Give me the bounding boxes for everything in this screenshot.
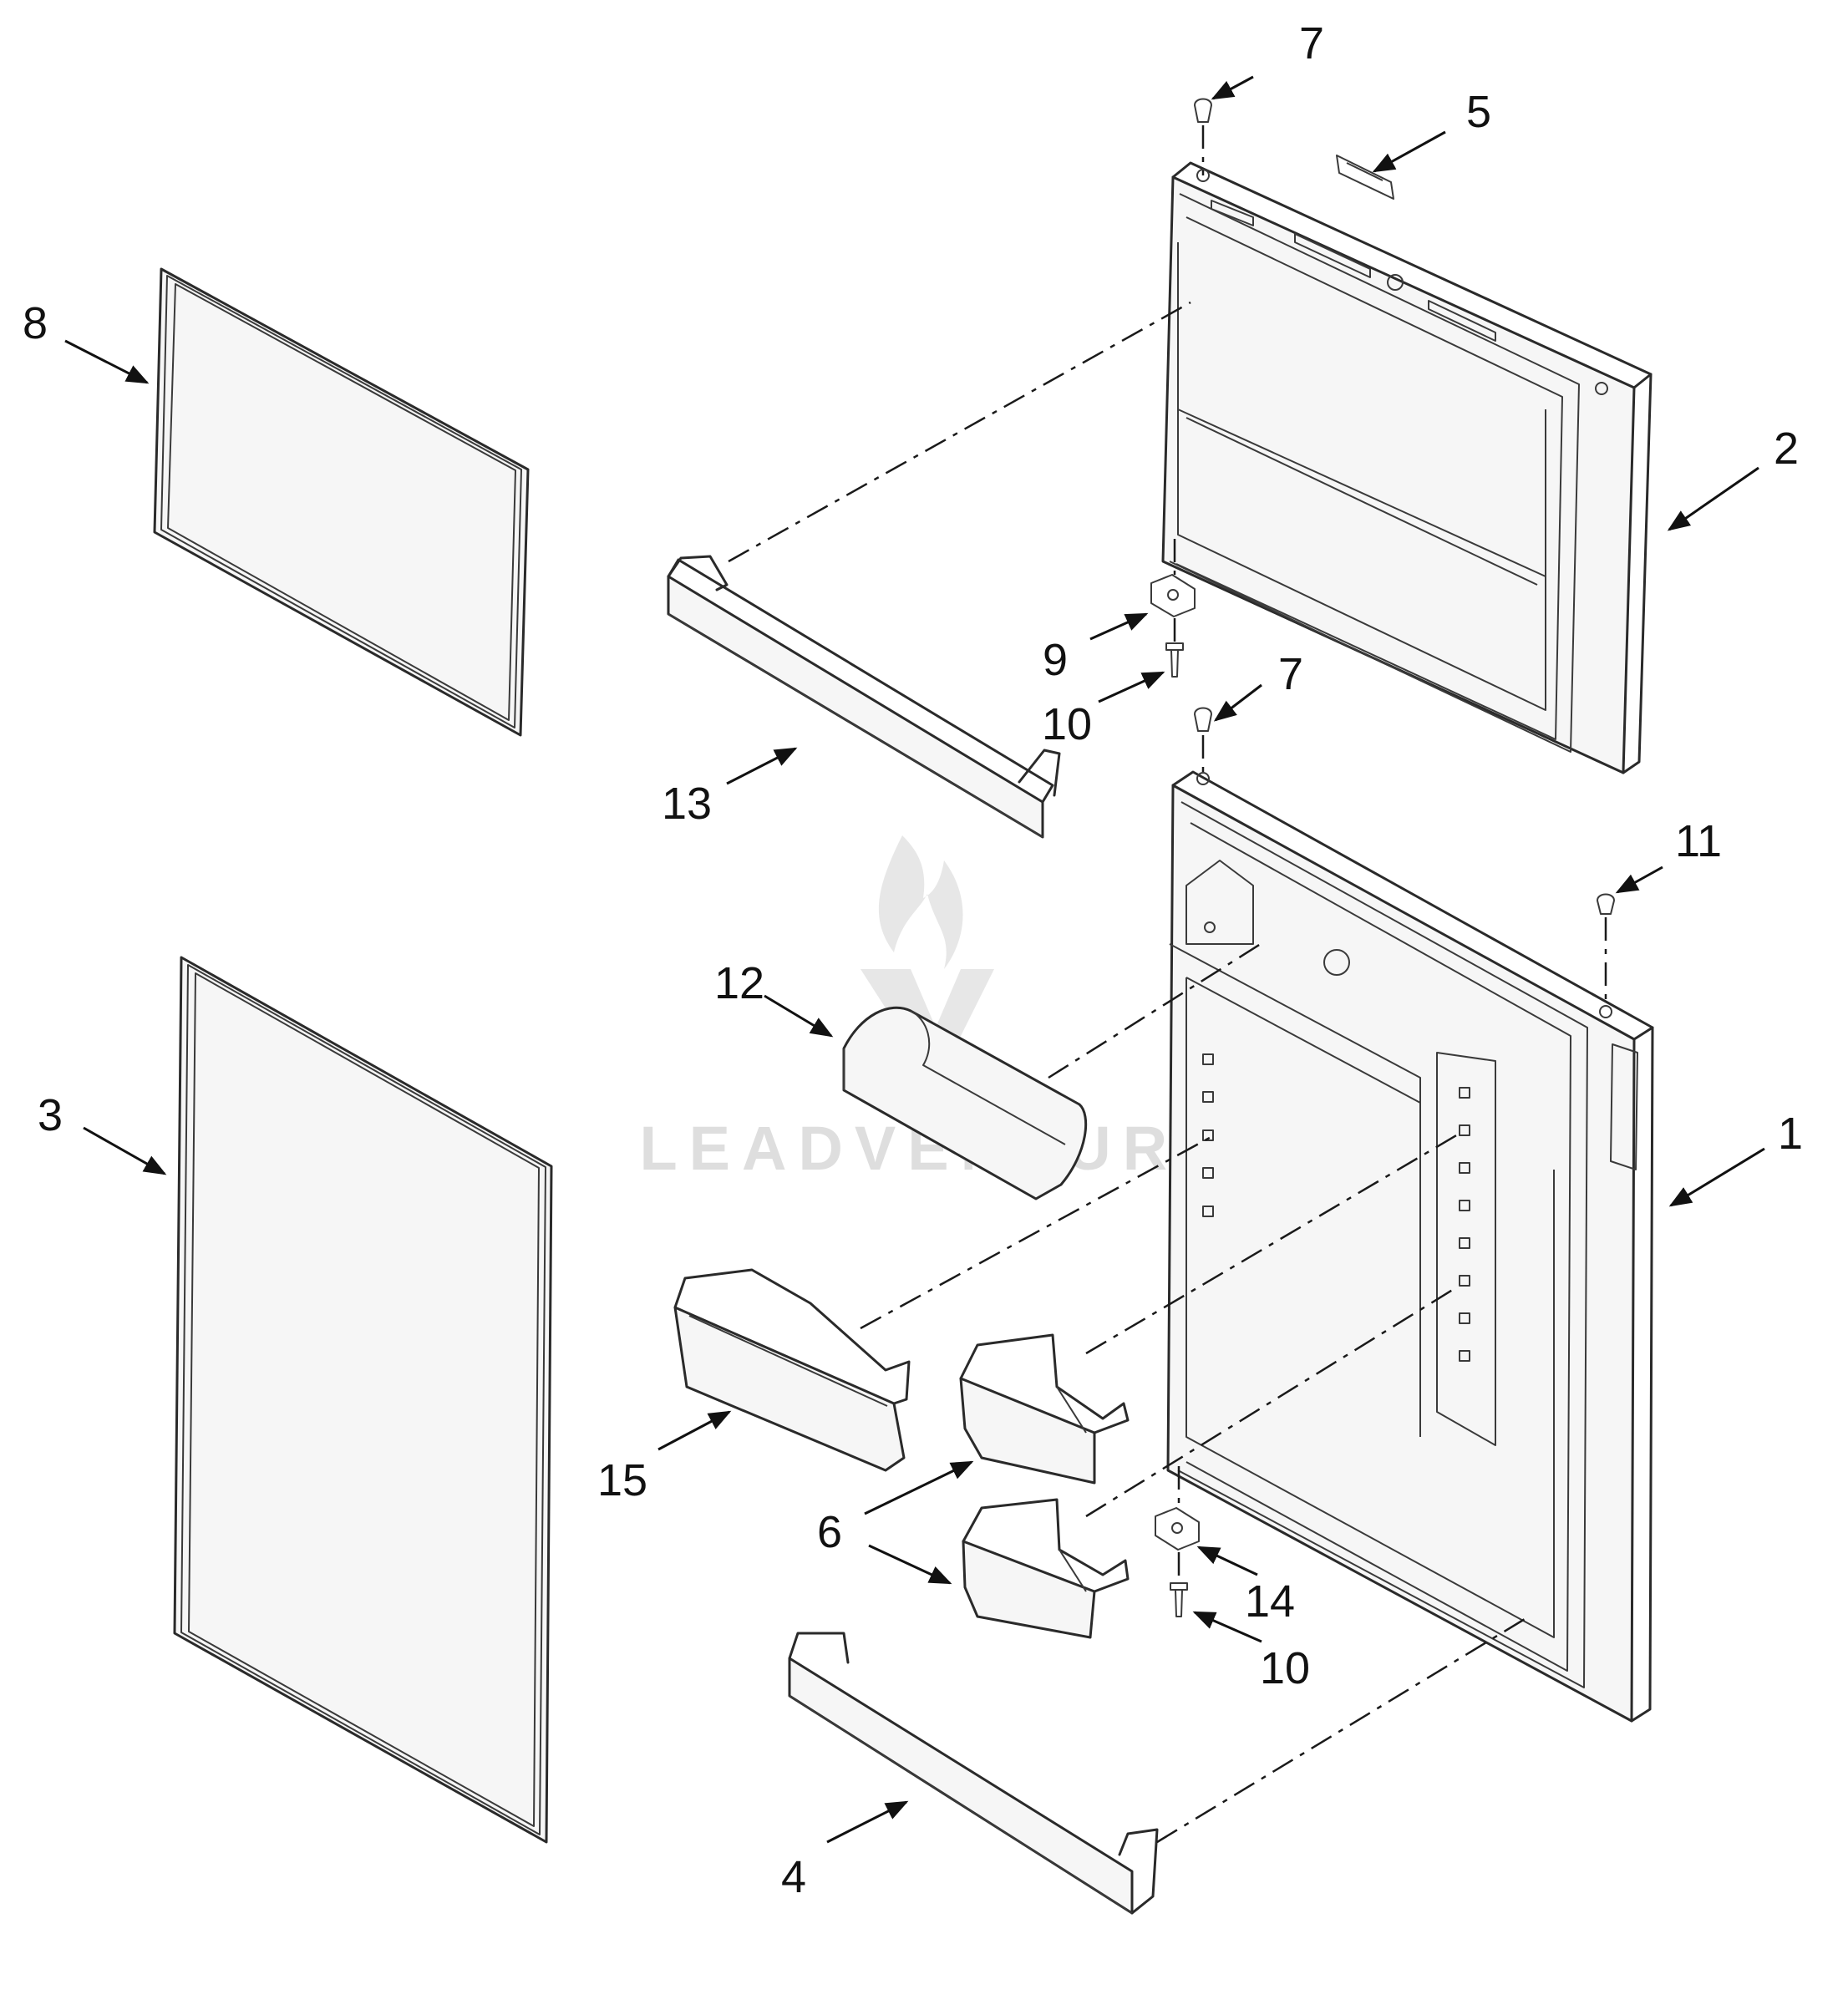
callout-13: 13 [662,779,712,829]
callout-9: 9 [1043,635,1068,685]
part-5-emblem [1336,155,1394,200]
part-11-plug [1597,893,1615,915]
part-4-door-shelf [788,1632,1159,1915]
part-12-dairy-door [842,1006,1088,1200]
callout-7-upper: 7 [1299,18,1324,69]
callout-labels: 7 5 8 2 9 10 7 13 11 12 3 1 15 6 14 10 4 [23,18,1803,1902]
callout-8: 8 [23,298,48,348]
part-10-screw-upper [1165,642,1184,678]
part-10-screw-lower [1170,1582,1188,1617]
rack-pegs-left [1202,1053,1214,1217]
part-8-freezer-gasket [153,267,530,737]
callout-10-lower: 10 [1260,1643,1310,1693]
part-14-hinge [1155,1507,1200,1551]
callout-15: 15 [597,1455,647,1505]
part-6-small-bin-lower [962,1498,1130,1639]
callout-5: 5 [1466,87,1491,137]
callout-3: 3 [38,1090,63,1140]
callout-4: 4 [781,1852,806,1902]
assembly-lines [728,125,1607,1844]
callout-14: 14 [1245,1576,1295,1627]
callout-7-lower: 7 [1278,649,1303,699]
callout-11: 11 [1675,816,1722,866]
part-1-fresh-food-door [1166,770,1654,1723]
part-7-plug-lower [1194,707,1212,732]
part-15-door-bin [673,1268,911,1472]
part-3-fresh-food-gasket [173,956,553,1844]
callout-1: 1 [1778,1109,1803,1159]
callout-2: 2 [1774,424,1799,474]
part-6-small-bin-upper [959,1333,1130,1485]
part-2-freezer-door [1161,161,1653,774]
part-13-freezer-shelf [667,555,1061,839]
rack-pegs-right [1459,1087,1470,1362]
part-7-plug-upper [1194,98,1212,123]
leader-arrows [64,75,1765,1844]
callout-12: 12 [714,958,764,1008]
callout-10-upper: 10 [1042,699,1092,749]
part-9-hinge [1150,574,1196,617]
callout-6: 6 [817,1507,842,1557]
